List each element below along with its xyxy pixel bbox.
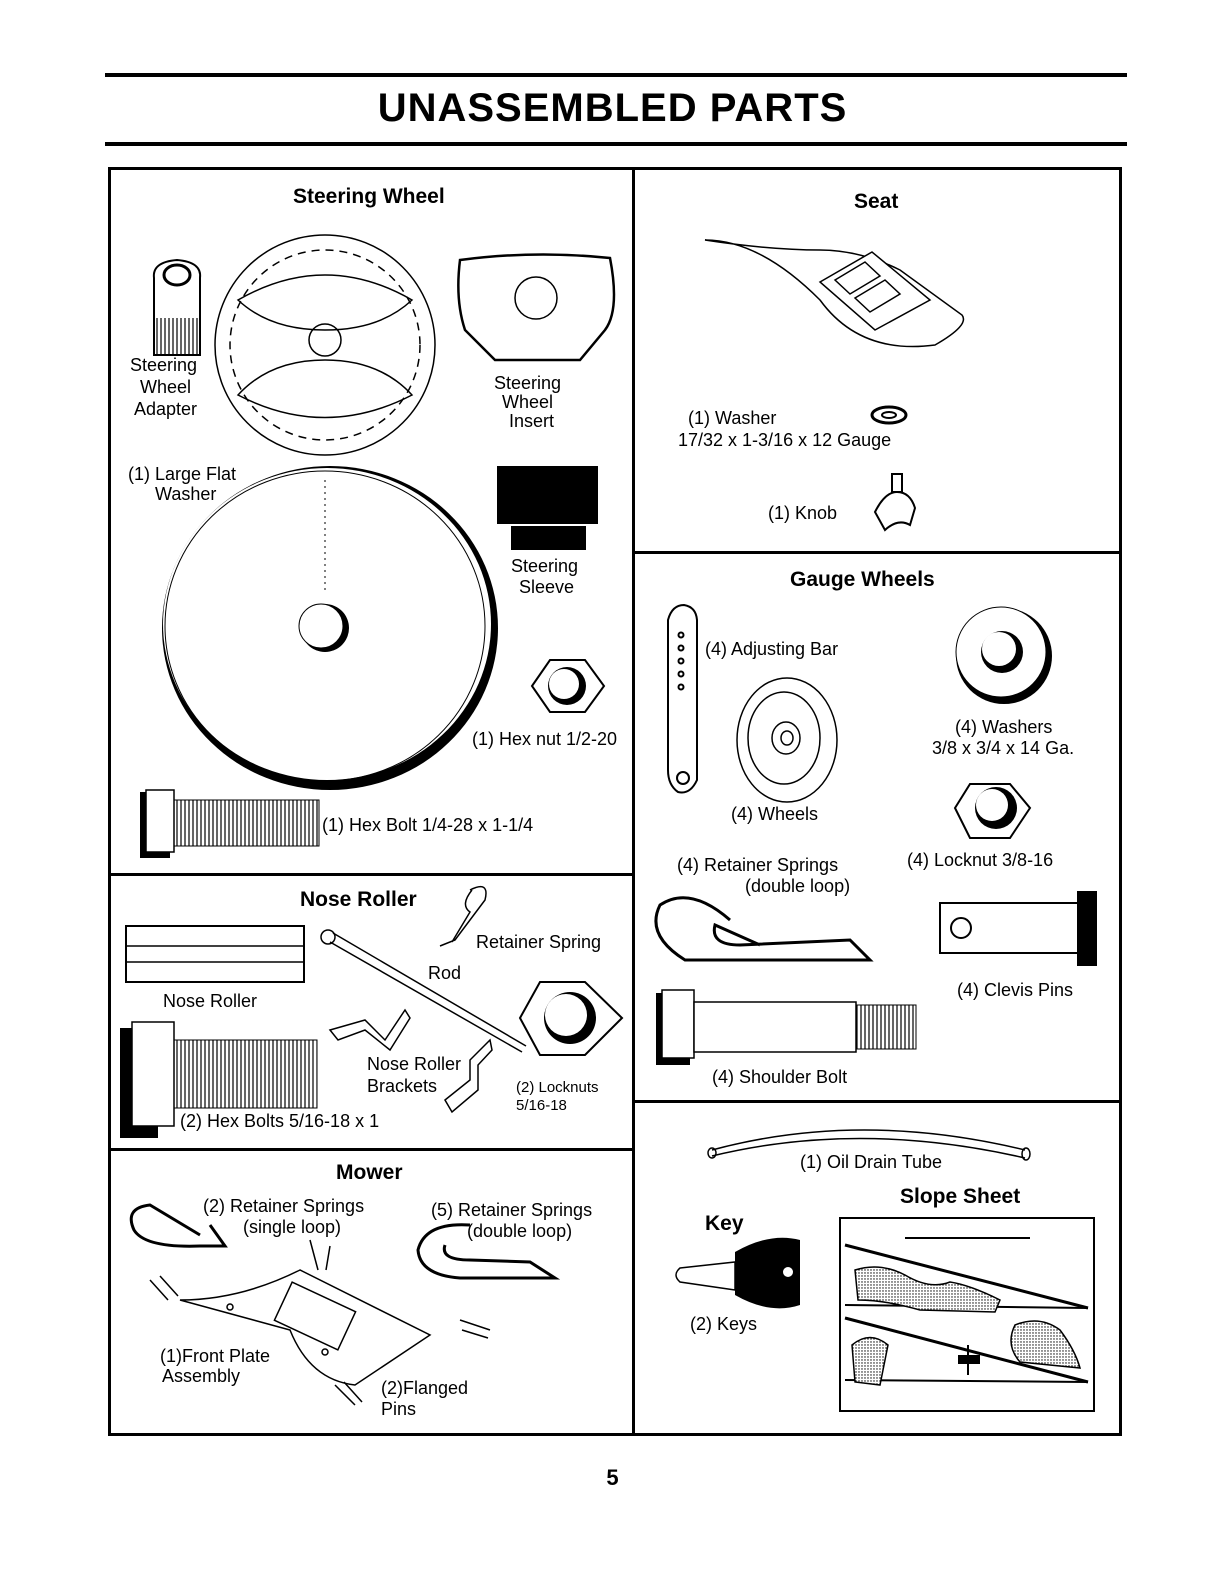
steering-wheel-adapter-icon — [152, 258, 202, 356]
adjusting-bar-icon — [667, 603, 698, 794]
insert-label-2: Wheel — [502, 392, 554, 412]
title-underline — [105, 142, 1127, 146]
sleeve-label-1: Steering — [511, 556, 579, 576]
column-divider — [632, 167, 635, 1436]
adapter-label-1: Steering — [130, 355, 198, 375]
hex-nut-icon — [530, 659, 606, 713]
nose-retainer-label: Retainer Spring — [476, 932, 602, 952]
nose-roller-brackets-icon — [328, 1008, 493, 1114]
washer-label-1: (1) Large Flat — [128, 464, 237, 484]
divider-seat-gauge — [632, 551, 1122, 554]
nose-retainer-spring-icon — [439, 885, 487, 947]
nose-locknuts-label-1: (2) Locknuts — [516, 1079, 599, 1096]
nose-locknut-icon — [518, 981, 624, 1056]
gauge-locknut-icon — [953, 783, 1032, 839]
key-icon — [675, 1237, 800, 1309]
clevis-pin-icon — [939, 891, 1097, 966]
flanged-pins-label-1: (2)Flanged — [381, 1378, 469, 1398]
top-rule — [105, 73, 1127, 77]
wheels-label: (4) Wheels — [731, 804, 819, 824]
double-loop-retainer-spring-icon — [416, 1223, 561, 1280]
gauge-washers-label-2: 3/8 x 3/4 x 14 Ga. — [932, 738, 1075, 758]
key-heading: Key — [705, 1212, 744, 1235]
rod-label: Rod — [428, 963, 462, 983]
mower-double-label-1: (5) Retainer Springs — [431, 1200, 593, 1220]
gauge-locknut-label: (4) Locknut 3/8-16 — [907, 850, 1054, 870]
washer-label-2: Washer — [155, 484, 217, 504]
shoulder-bolt-icon — [656, 989, 917, 1065]
insert-label-1: Steering — [494, 373, 562, 393]
front-plate-label-1: (1)Front Plate — [160, 1346, 271, 1366]
adapter-label-2: Wheel — [140, 377, 192, 397]
page-title: UNASSEMBLED PARTS — [377, 86, 848, 130]
insert-label-3: Insert — [509, 411, 555, 431]
mower-double-label-2: (double loop) — [467, 1221, 573, 1241]
keys-label: (2) Keys — [690, 1314, 758, 1334]
gauge-wheel-icon — [736, 677, 838, 803]
seat-heading: Seat — [854, 190, 899, 213]
seat-washer-icon — [870, 405, 908, 425]
mower-heading: Mower — [336, 1161, 403, 1184]
steering-wheel-icon — [214, 234, 436, 456]
seat-icon — [704, 239, 965, 348]
flanged-pins-label-2: Pins — [381, 1399, 417, 1419]
gauge-retainer-spring-icon — [654, 896, 874, 962]
seat-washer-label-1: (1) Washer — [688, 408, 777, 428]
oil-drain-tube-label: (1) Oil Drain Tube — [800, 1152, 943, 1172]
gauge-washer-icon — [955, 606, 1052, 704]
single-loop-retainer-spring-icon — [129, 1203, 228, 1248]
page-number: 5 — [606, 1465, 619, 1490]
gauge-retainer-label-1: (4) Retainer Springs — [677, 855, 839, 875]
steering-wheel-insert-icon — [457, 253, 616, 362]
adapter-label-3: Adapter — [134, 399, 198, 419]
mower-single-label-1: (2) Retainer Springs — [203, 1196, 365, 1216]
nose-hex-bolt-icon — [120, 1021, 318, 1138]
brackets-label-2: Brackets — [367, 1076, 438, 1096]
hexnut-label: (1) Hex nut 1/2-20 — [472, 729, 618, 749]
steering-wheel-heading: Steering Wheel — [293, 185, 445, 208]
nose-roller-heading: Nose Roller — [300, 888, 417, 911]
clevis-pins-label: (4) Clevis Pins — [957, 980, 1074, 1000]
nose-roller-label: Nose Roller — [163, 991, 258, 1011]
knob-label: (1) Knob — [768, 503, 838, 523]
gauge-washers-label-1: (4) Washers — [955, 717, 1053, 737]
gauge-wheels-heading: Gauge Wheels — [790, 568, 935, 591]
knob-icon — [873, 473, 917, 532]
nose-locknuts-label-2: 5/16-18 — [516, 1097, 567, 1114]
slope-sheet-heading: Slope Sheet — [900, 1185, 1021, 1208]
steering-sleeve-icon — [497, 466, 598, 550]
divider-nose-mower — [108, 1148, 635, 1151]
seat-washer-label-2: 17/32 x 1-3/16 x 12 Gauge — [678, 430, 892, 450]
nose-roller-icon — [125, 925, 305, 983]
parts-frame — [108, 167, 1122, 1436]
rod-icon — [320, 929, 527, 1053]
nose-bolts-label: (2) Hex Bolts 5/16-18 x 1 — [180, 1111, 380, 1131]
shoulder-bolt-label: (4) Shoulder Bolt — [712, 1067, 848, 1087]
mower-single-label-2: (single loop) — [243, 1217, 342, 1237]
brackets-label-1: Nose Roller — [367, 1054, 462, 1074]
large-flat-washer-icon — [162, 466, 498, 790]
sleeve-label-2: Sleeve — [519, 577, 575, 597]
divider-steering-nose — [108, 873, 635, 876]
gauge-retainer-label-2: (double loop) — [745, 876, 851, 896]
divider-gauge-misc — [632, 1100, 1122, 1103]
oil-drain-tube-icon — [707, 1129, 1031, 1161]
hex-bolt-icon — [140, 789, 320, 858]
adjusting-bar-label: (4) Adjusting Bar — [705, 639, 839, 659]
front-plate-assembly-icon — [149, 1239, 491, 1406]
front-plate-label-2: Assembly — [162, 1366, 241, 1386]
hexbolt-label: (1) Hex Bolt 1/4-28 x 1-1/4 — [322, 815, 534, 835]
slope-sheet-icon — [839, 1217, 1095, 1412]
